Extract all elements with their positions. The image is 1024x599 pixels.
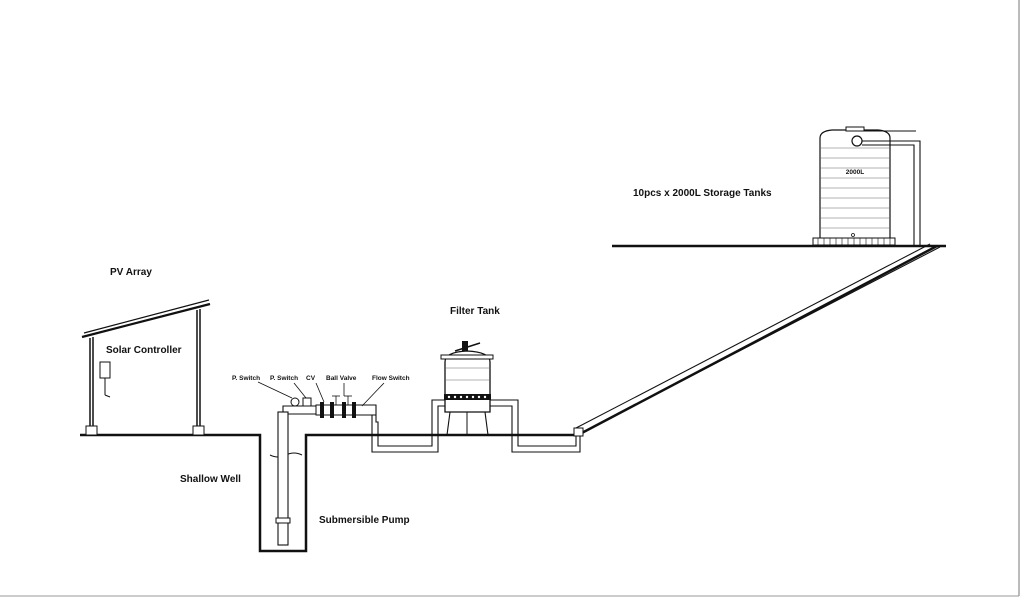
- storage-tank: 2000L: [819, 126, 891, 238]
- filter-tank: [440, 341, 494, 436]
- well-casing: [269, 405, 318, 546]
- pressure-switch-icon: [302, 397, 312, 407]
- pipe-to-filter: [371, 399, 445, 453]
- p-switch-2-label: P. Switch: [270, 375, 298, 382]
- pv-array-label: PV Array: [110, 267, 152, 278]
- tank-inlet-icon: [851, 135, 863, 147]
- delivery-pipe: [573, 130, 941, 437]
- storage-tanks-label: 10pcs x 2000L Storage Tanks: [633, 188, 772, 199]
- p-switch-1-label: P. Switch: [232, 375, 260, 382]
- solar-controller: [99, 361, 111, 398]
- ball-valve-label: Ball Valve: [326, 375, 357, 382]
- solar-controller-label: Solar Controller: [106, 345, 182, 356]
- filter-tank-label: Filter Tank: [450, 306, 500, 317]
- pv-array: [81, 299, 211, 436]
- upper-platform: [612, 237, 946, 248]
- pipe-filter-outlet: [490, 399, 581, 453]
- ground-line: [80, 244, 938, 553]
- submersible-pump-label: Submersible Pump: [319, 515, 410, 526]
- submersible-pump-body: [277, 411, 289, 546]
- valve-assembly: [257, 381, 385, 418]
- pressure-gauge-icon: [290, 397, 300, 407]
- flow-switch-label: Flow Switch: [372, 375, 410, 382]
- shallow-well-label: Shallow Well: [180, 474, 241, 485]
- tank-capacity-label: 2000L: [846, 169, 864, 176]
- cv-label: CV: [306, 375, 316, 382]
